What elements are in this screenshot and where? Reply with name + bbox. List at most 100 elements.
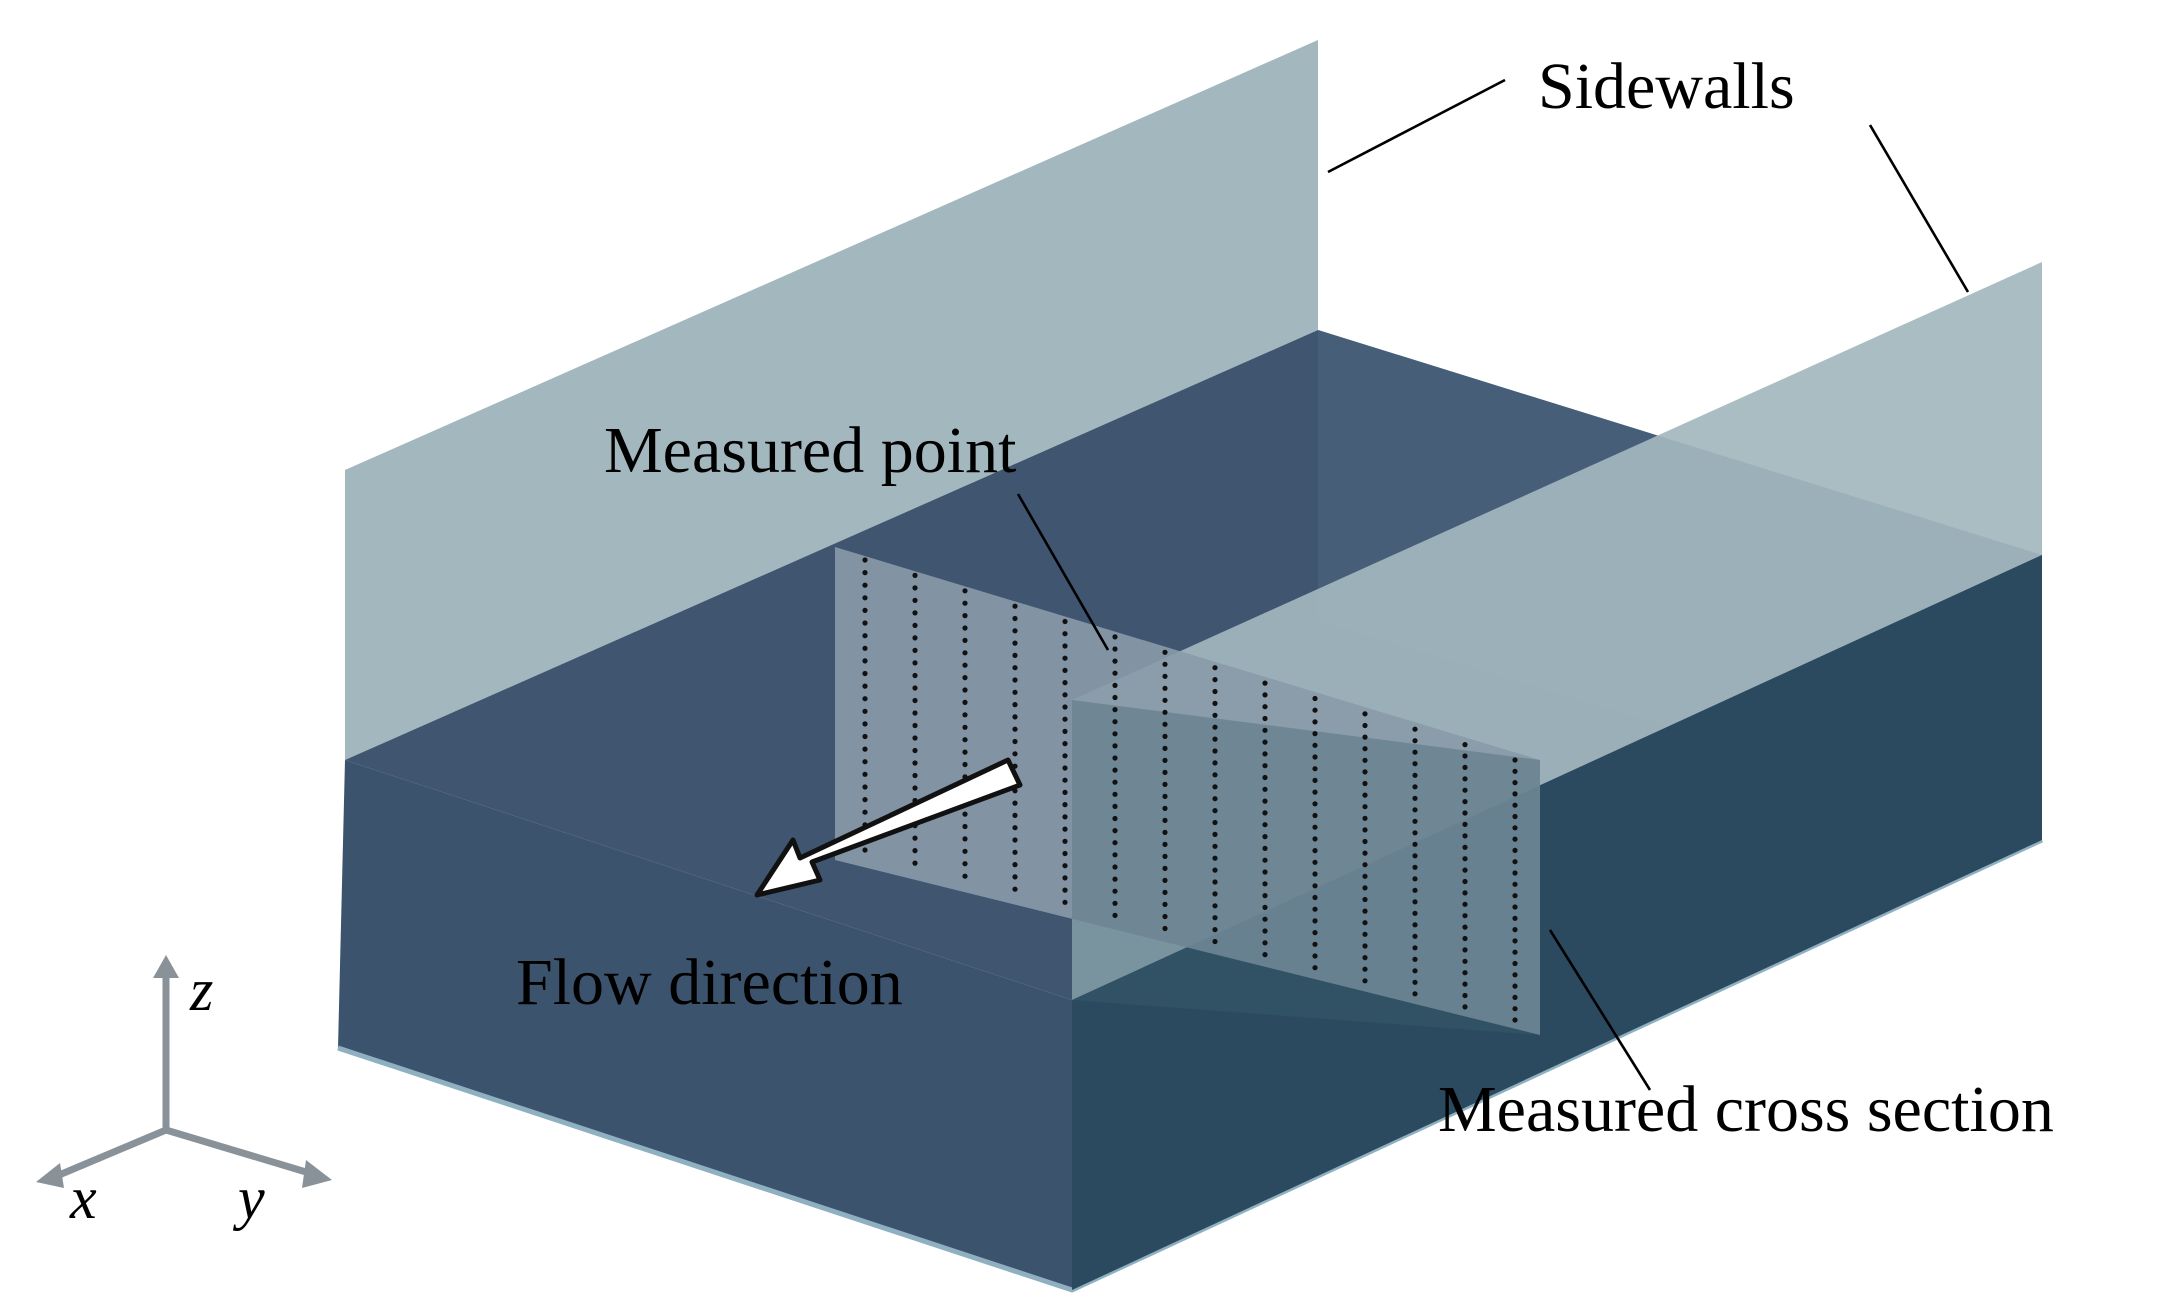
measured-point-dot [1312, 707, 1318, 713]
measured-point-dot [1262, 786, 1268, 792]
measured-point-dot [1212, 712, 1218, 718]
measured-point-dot [1062, 667, 1068, 674]
measured-point-dot [862, 797, 868, 803]
measured-point-dot [1062, 863, 1068, 869]
measured-point-dot [862, 557, 868, 563]
measured-point-dot [1212, 688, 1218, 695]
flow-direction-label: Flow direction [516, 946, 903, 1019]
measured-point-dot [862, 570, 868, 576]
measured-point-dot [1262, 822, 1268, 828]
measured-point-dot [1462, 981, 1468, 987]
flow-direction-arrow [754, 757, 1023, 898]
measured-point-dot [1262, 715, 1268, 722]
measured-point-dot [962, 613, 968, 619]
y-arrowhead-icon [302, 1160, 332, 1188]
measured-point-dot [1112, 658, 1118, 664]
measured-point-dot [912, 722, 918, 729]
measured-point-dot [1212, 938, 1218, 945]
measured-point-dot [1462, 833, 1468, 839]
measured-point-dot [1462, 867, 1468, 873]
measured-point-dot [1162, 733, 1168, 740]
measured-point-dot [1112, 743, 1118, 749]
measured-point-dot [1312, 836, 1318, 842]
measured-point-dot [1212, 915, 1218, 921]
measured-point-dot [1412, 922, 1418, 928]
measured-point-dot [1012, 886, 1018, 892]
measured-point-dot [1212, 879, 1218, 885]
measured-point-dot [1362, 792, 1368, 798]
measured-point-dot [1112, 852, 1118, 858]
measured-point-dot [1212, 891, 1218, 897]
measured-cross-section-label: Measured cross section [1438, 1073, 2054, 1146]
measured-point-dot [962, 836, 968, 842]
y-axis-label: y [232, 1165, 265, 1231]
measured-point-dot [1162, 853, 1168, 860]
measured-point-dot [1112, 876, 1118, 882]
measured-point-dot [1362, 955, 1368, 961]
measured-point-dot [1112, 828, 1118, 834]
measured-point-dot [1312, 824, 1318, 830]
measured-point-dot [1462, 844, 1468, 850]
measured-point-dot [862, 658, 868, 664]
measured-point-dot [1462, 924, 1468, 930]
measured-point-dot [862, 784, 868, 790]
measured-point-dot [1212, 831, 1218, 838]
measured-point-dot [1462, 776, 1468, 782]
measured-point-dot [962, 699, 968, 706]
measured-point-dot [862, 633, 868, 639]
measured-point-dot [912, 622, 918, 629]
measured-point-dot [1362, 722, 1368, 729]
measured-point-dot [1012, 603, 1018, 609]
measured-point-dot [1362, 896, 1368, 903]
measured-point-dot [1362, 757, 1368, 763]
measured-point-dot [1012, 738, 1018, 745]
measured-point-dot [862, 759, 868, 765]
measured-point-dot [1512, 791, 1518, 797]
measured-point-dot [1262, 893, 1268, 899]
measured-point-dot [1162, 901, 1168, 908]
measured-point-dot [1462, 810, 1468, 816]
x-axis-label: x [69, 1165, 97, 1231]
measured-point-dot [1012, 665, 1018, 671]
measured-point-dot [1012, 751, 1018, 757]
measured-point-dot [1312, 965, 1318, 971]
measured-point-dot [1362, 885, 1368, 891]
measured-point-dot [1262, 798, 1268, 804]
measured-point-dot [862, 683, 868, 689]
measured-point-dot [862, 708, 868, 714]
measured-point-dot [962, 625, 968, 631]
measured-point-dot [962, 811, 968, 817]
measured-point-dot [1262, 940, 1268, 946]
measured-point-dot [1062, 777, 1068, 783]
measured-point-dot [1312, 766, 1318, 772]
measured-point-dot [912, 597, 918, 604]
measured-point-dot [1512, 802, 1518, 808]
measured-point-dot [1112, 779, 1118, 785]
measured-point-dot [1462, 913, 1468, 919]
measured-point-dot [1262, 928, 1268, 934]
measured-point-dot [962, 600, 968, 606]
measured-point-dot [1162, 673, 1168, 679]
measured-point-dot [1262, 739, 1268, 745]
measured-point-dot [1012, 825, 1018, 831]
measured-point-dot [1012, 837, 1018, 843]
measured-point-dot [1212, 867, 1218, 873]
measured-point-dot [1112, 670, 1118, 676]
measured-point-dot [1362, 804, 1368, 810]
measured-point-dot [1012, 874, 1018, 880]
measured-point-dot [1312, 801, 1318, 807]
measured-point-dot [862, 733, 868, 740]
measured-point-dot [1362, 780, 1368, 787]
measured-point-dot [912, 735, 918, 741]
measured-point-dot [1112, 682, 1118, 689]
measured-point-dot [912, 785, 918, 791]
measured-point-dot [1462, 890, 1468, 896]
measured-point-dot [1012, 628, 1018, 634]
measured-point-dot [1062, 655, 1068, 661]
measured-point-dot [1112, 646, 1118, 652]
measured-point-dot [962, 737, 968, 743]
measured-point-dot [1062, 618, 1068, 625]
z-arrowhead-icon [153, 955, 179, 978]
measured-point-dot [1162, 925, 1168, 932]
